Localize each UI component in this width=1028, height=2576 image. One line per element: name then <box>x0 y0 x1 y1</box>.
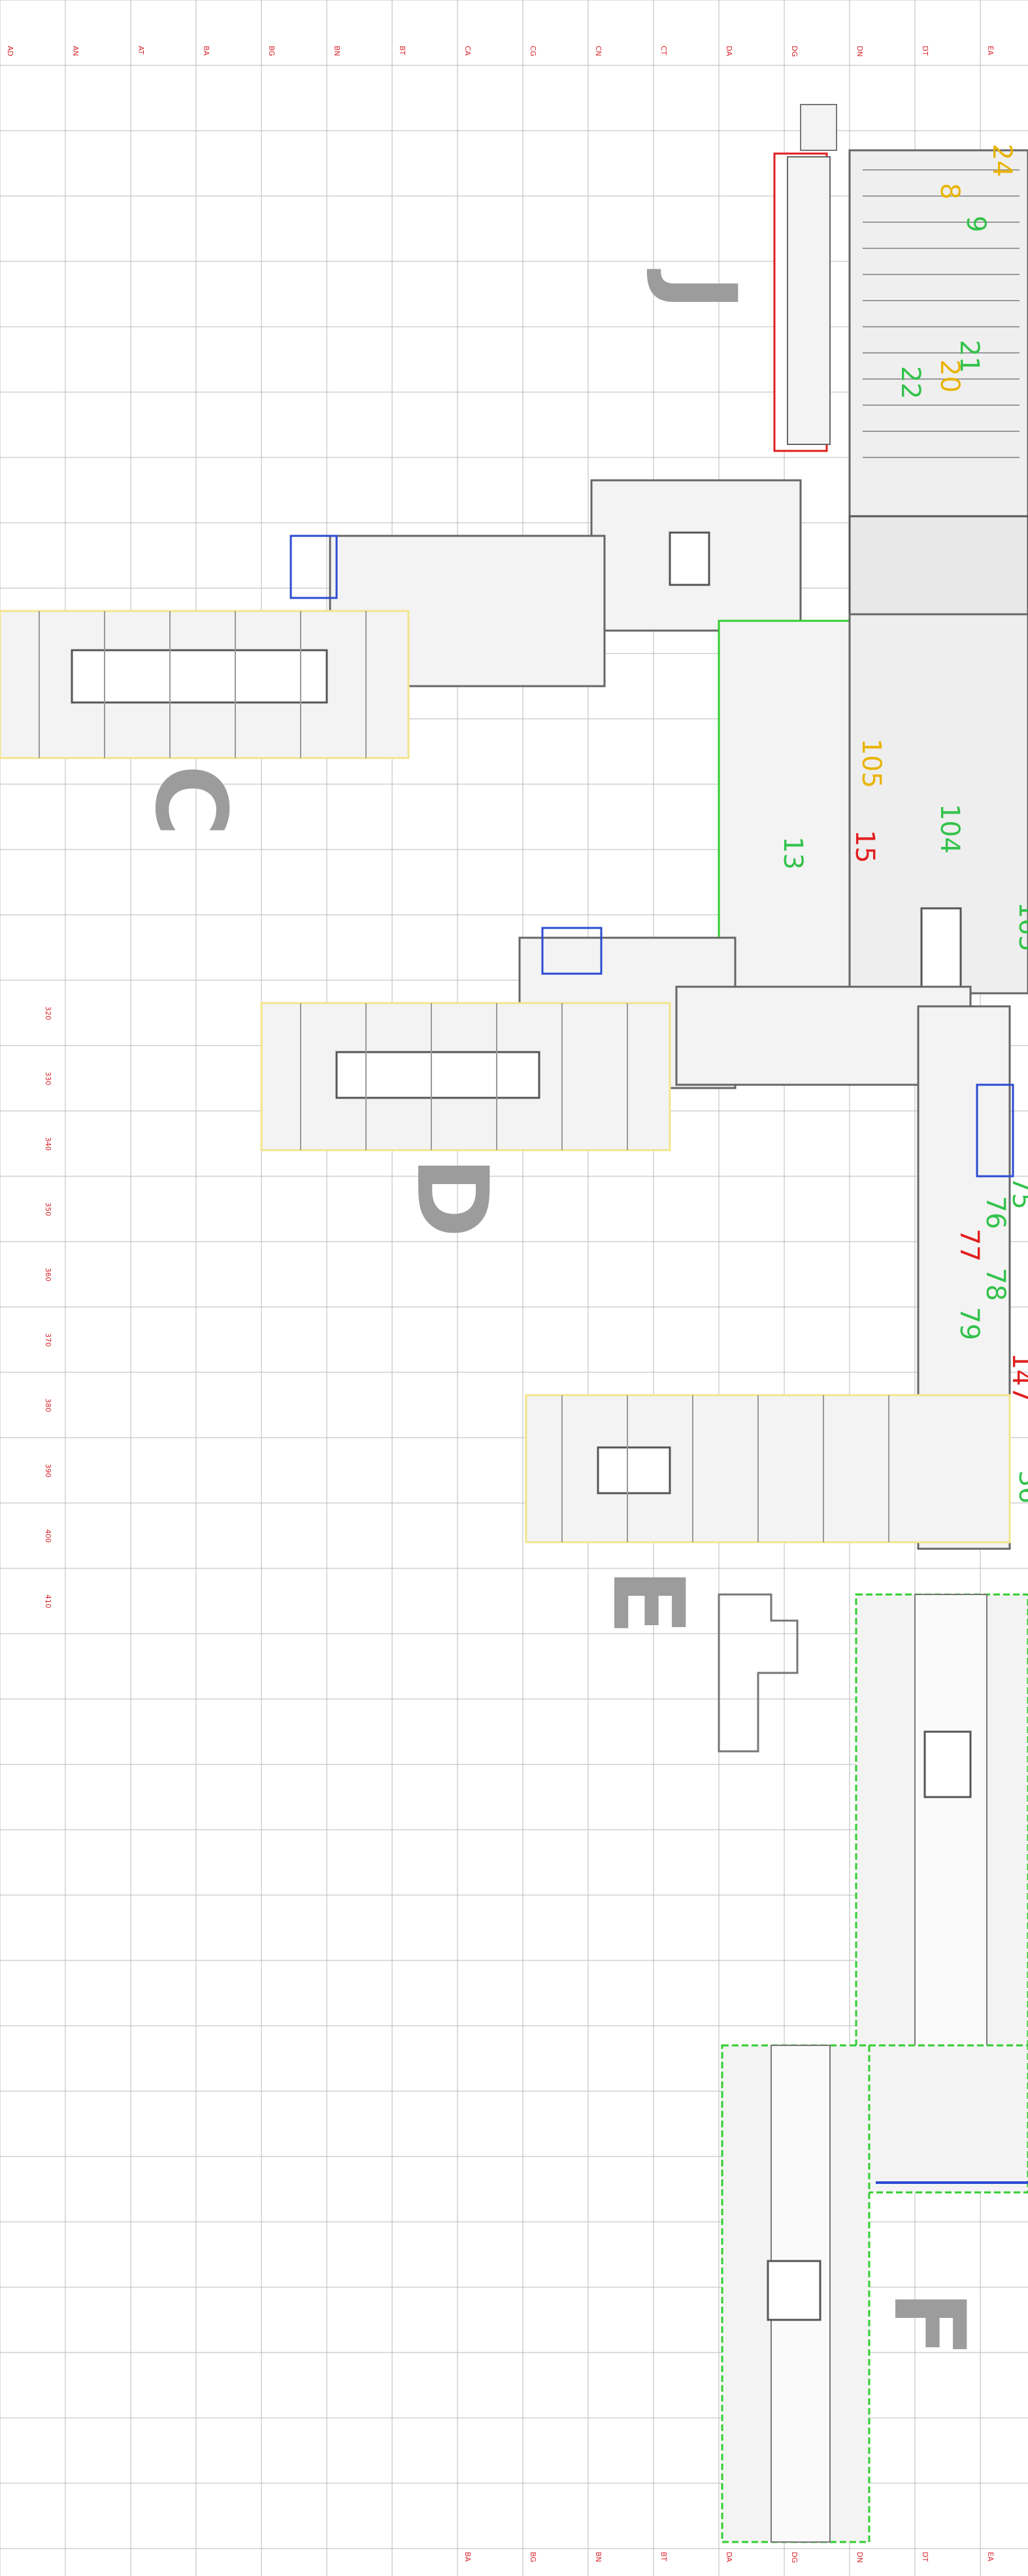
level-label: 350 <box>44 1202 52 1216</box>
zone-letter-c: C <box>133 765 247 836</box>
axis-label-bottom: BG <box>529 2552 537 2562</box>
axis-label-top: BG <box>267 46 276 56</box>
axis-label-bottom: BN <box>594 2552 603 2562</box>
axis-label-top: EA <box>986 46 995 56</box>
top-axis: AD AN AT BA BG BN BT CA CG CN CT DA DG D… <box>6 46 995 57</box>
axis-label-bottom: DT <box>921 2552 929 2562</box>
axis-label-top: CT <box>659 46 668 56</box>
axis-label-top: AN <box>71 46 80 56</box>
wing-c <box>0 610 410 759</box>
wing-j <box>773 104 1028 616</box>
axis-label-bottom: BA <box>463 2552 472 2562</box>
level-label: 360 <box>44 1268 52 1281</box>
room-tags: 24 9 8 21 20 22 105 104 15 13 165 75 76 … <box>778 144 1028 1504</box>
central-atrium <box>718 613 1028 995</box>
lower-wing <box>855 1593 1028 2066</box>
zone-letter-d: D <box>395 1157 508 1238</box>
room-tag: 79 <box>954 1307 984 1340</box>
wing-d <box>260 1002 671 1151</box>
zone-letter-f: F <box>872 2290 986 2357</box>
axis-label-top: CG <box>529 46 537 56</box>
level-label: 410 <box>44 1594 52 1608</box>
room-tag: 147 <box>1006 1353 1028 1402</box>
level-label: 340 <box>44 1137 52 1151</box>
axis-label-top: BT <box>398 46 406 56</box>
zone-letter-e: E <box>591 1568 705 1635</box>
axis-label-top: AT <box>137 46 145 55</box>
axis-label-top: CA <box>463 46 472 56</box>
room-tag: 15 <box>850 830 880 863</box>
room-tag: 165 <box>1013 902 1028 951</box>
room-tag: 22 <box>895 366 925 399</box>
room-tag: 76 <box>980 1196 1010 1229</box>
room-tag: 13 <box>778 836 808 870</box>
level-label: 400 <box>44 1529 52 1543</box>
wing-e <box>525 1394 1011 1753</box>
room-tag: 105 <box>856 738 886 788</box>
axis-label-bottom: DA <box>725 2552 733 2562</box>
level-label: 330 <box>44 1072 52 1085</box>
axis-label-bottom: DN <box>855 2552 864 2563</box>
room-tag: 8 <box>935 183 965 199</box>
axis-label-bottom: DG <box>790 2552 799 2563</box>
room-tag: 9 <box>961 216 991 232</box>
axis-label-bottom: BT <box>659 2552 668 2562</box>
zone-letter-j: J <box>643 269 757 311</box>
level-label: 370 <box>44 1333 52 1347</box>
room-tag: 104 <box>935 804 965 853</box>
axis-label-top: DG <box>790 46 799 57</box>
room-tag: 36 <box>1013 1470 1028 1504</box>
left-level-axis: 320 330 340 350 360 370 380 390 400 410 <box>44 1006 52 1608</box>
room-tag: 21 <box>954 340 984 373</box>
room-tag: 24 <box>987 144 1017 177</box>
level-label: 380 <box>44 1398 52 1412</box>
axis-label-bottom: EA <box>986 2552 995 2562</box>
axis-label-top: BA <box>202 46 210 56</box>
level-label: 390 <box>44 1464 52 1478</box>
axis-label-top: DA <box>725 46 733 56</box>
axis-label-top: DN <box>855 46 864 57</box>
room-tag: 77 <box>954 1229 984 1262</box>
bottom-axis: BA BG BN BT DA DG DN DT EA <box>463 2552 995 2563</box>
zone-letters: J C D E F <box>133 269 986 2357</box>
axis-label-top: DT <box>921 46 929 56</box>
axis-label-top: CN <box>594 46 603 56</box>
room-tag: 20 <box>935 359 965 393</box>
level-label: 320 <box>44 1006 52 1020</box>
wing-f <box>721 2044 1028 2543</box>
room-tag: 75 <box>1006 1176 1028 1210</box>
room-tag: 78 <box>980 1268 1010 1301</box>
axis-label-top: AD <box>6 46 14 56</box>
axis-label-top: BN <box>333 46 341 56</box>
